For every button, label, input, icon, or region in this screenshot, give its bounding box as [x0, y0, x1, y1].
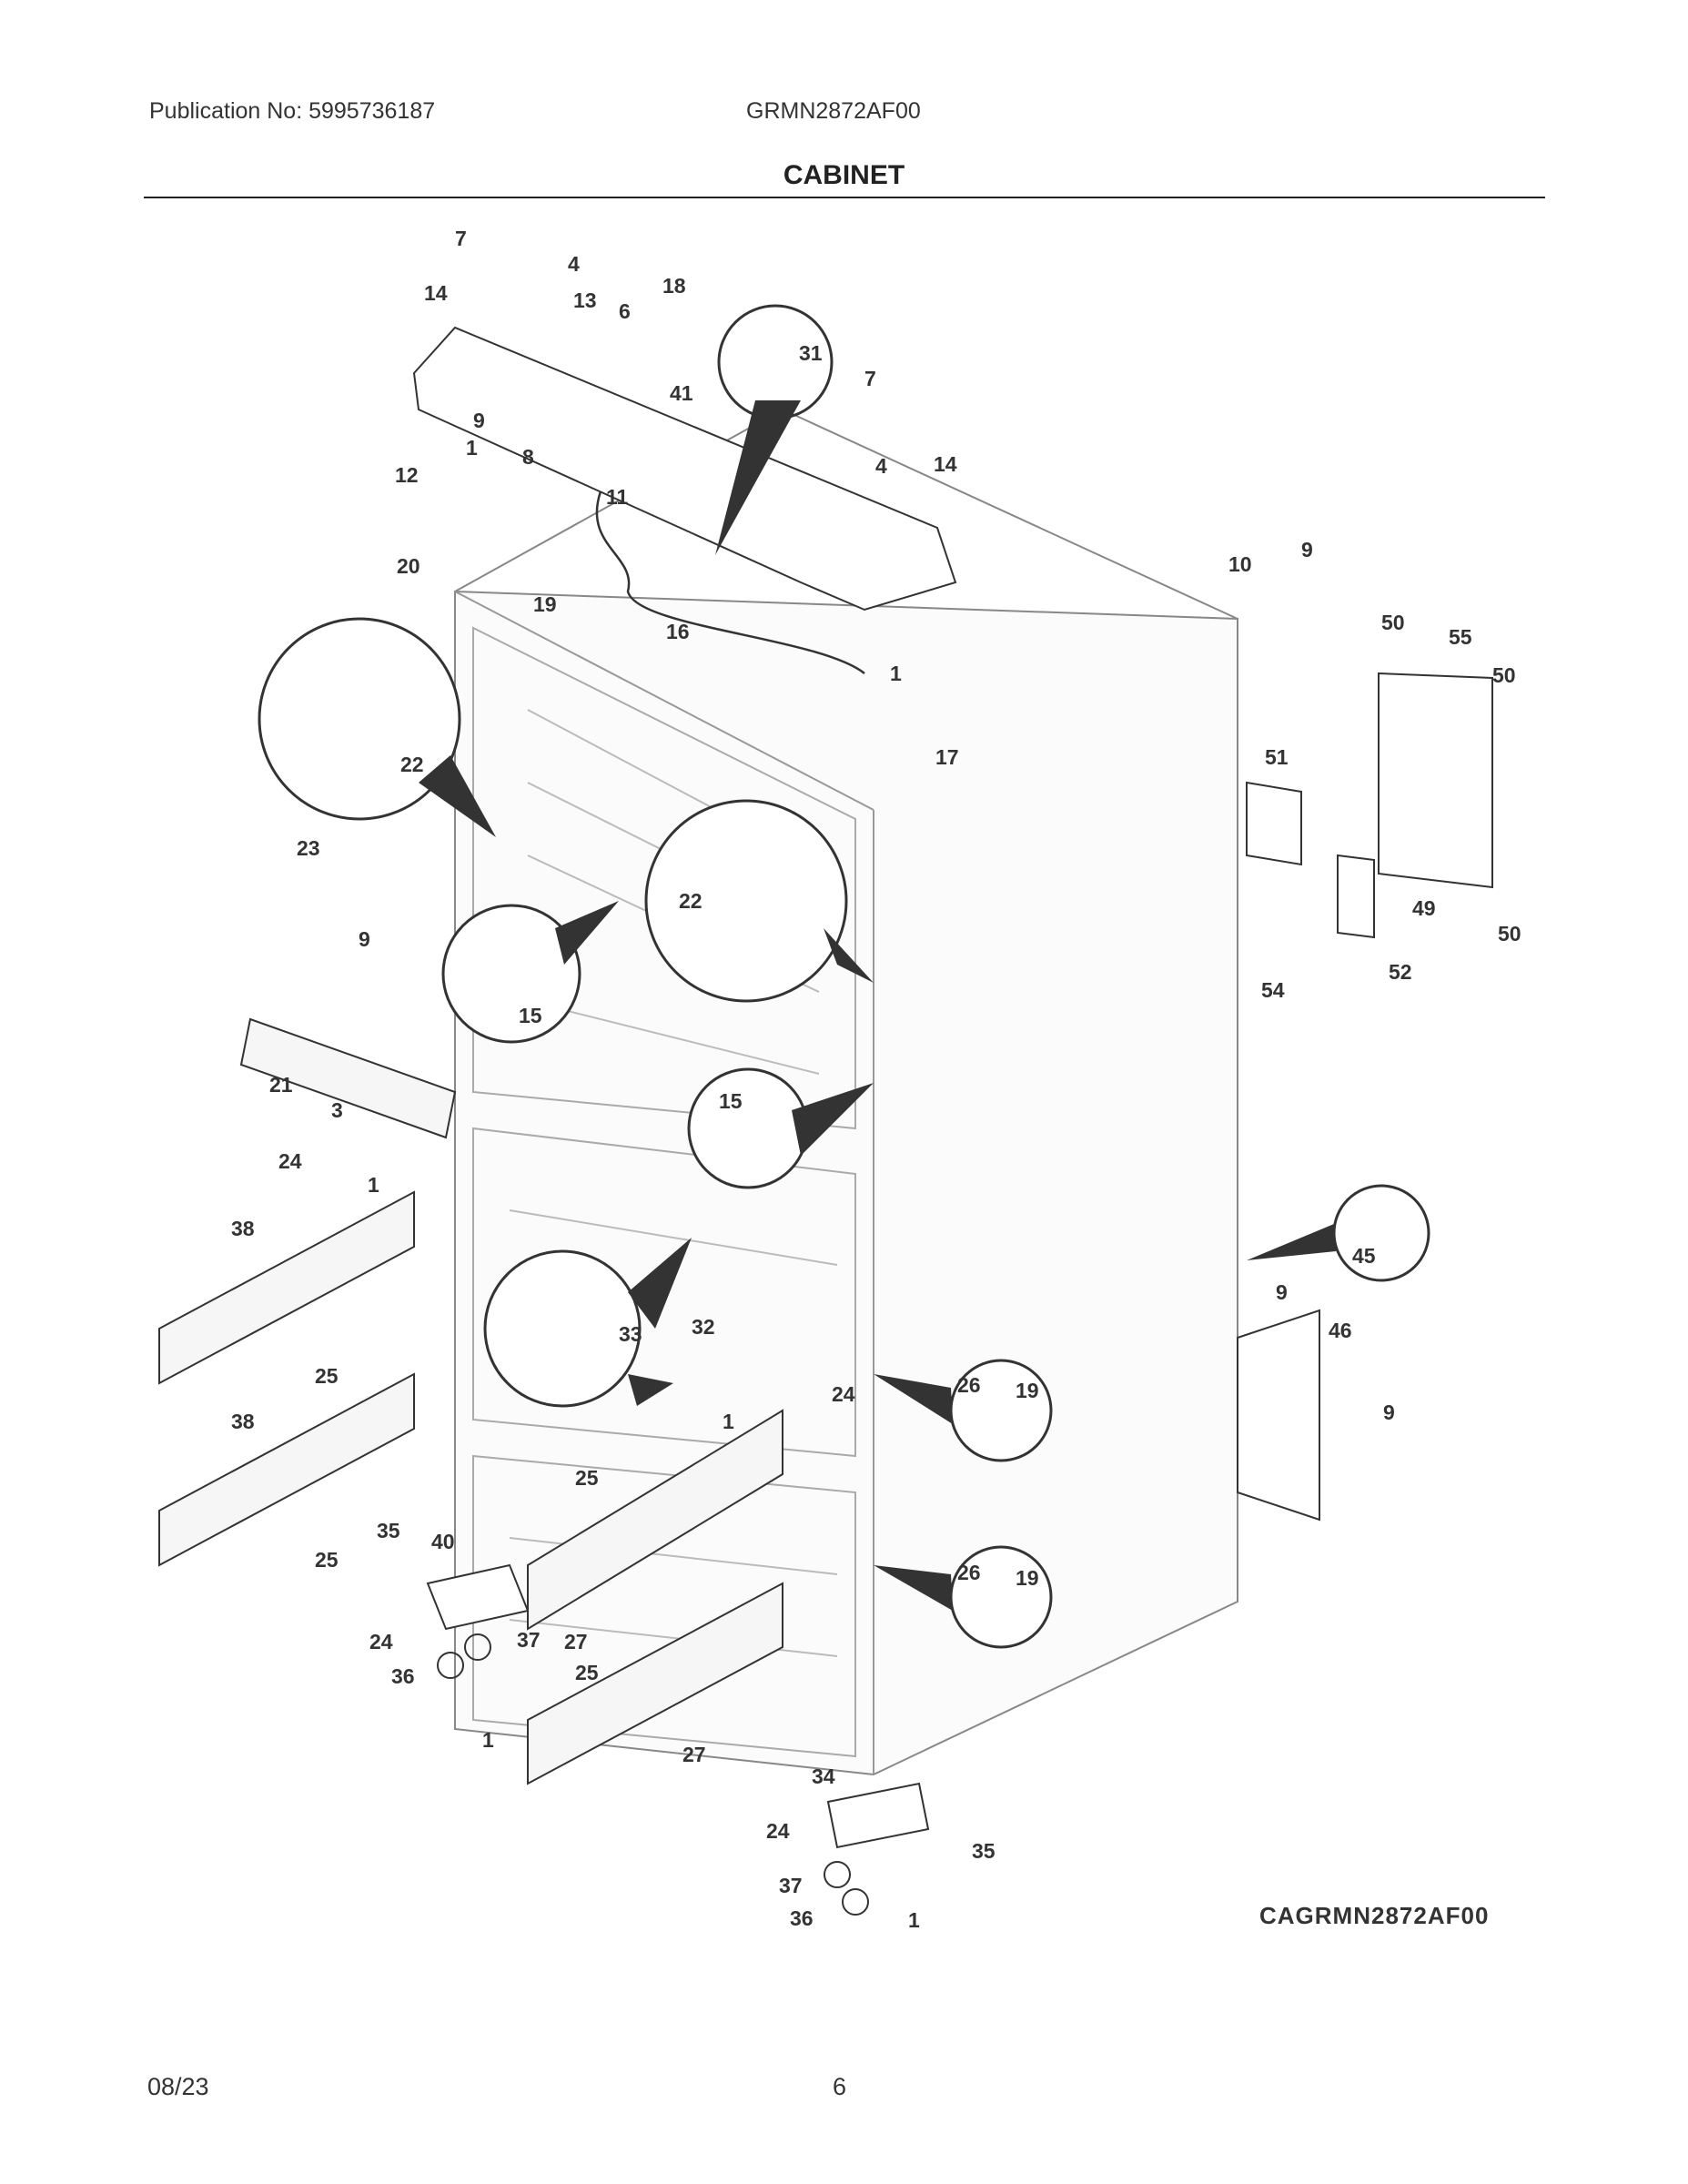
- part-label: 54: [1261, 978, 1285, 1002]
- part-label: 36: [790, 1906, 814, 1930]
- section-title: CABINET: [783, 160, 905, 190]
- detail-callout-22-left: [258, 617, 461, 821]
- part-label: 25: [315, 1548, 339, 1572]
- part-label: 50: [1492, 663, 1516, 687]
- part-label: 1: [723, 1410, 734, 1433]
- part-label: 50: [1498, 922, 1521, 945]
- part-label: 14: [934, 452, 957, 476]
- part-label: 46: [1329, 1319, 1352, 1342]
- part-label: 1: [466, 436, 478, 460]
- detail-callouts: [258, 304, 1430, 1649]
- part-label: 41: [670, 381, 693, 405]
- part-label: 24: [369, 1630, 393, 1653]
- detail-callout-45: [1332, 1184, 1430, 1282]
- part-label: 1: [368, 1173, 379, 1197]
- part-label: 6: [619, 299, 631, 323]
- part-label: 49: [1412, 896, 1436, 920]
- drawing-code: CAGRMN2872AF00: [1259, 1902, 1490, 1929]
- detail-callout-22-center: [644, 799, 848, 1003]
- callout-pointers: [419, 400, 1336, 1611]
- part-label: 1: [890, 662, 902, 685]
- part-label: 31: [799, 341, 823, 365]
- part-label: 52: [1389, 960, 1412, 984]
- part-label: 24: [278, 1149, 302, 1173]
- part-label: 24: [766, 1819, 790, 1843]
- publication-number: Publication No: 5995736187: [149, 98, 436, 124]
- part-label: 17: [935, 745, 959, 769]
- part-label: 9: [1276, 1280, 1288, 1304]
- part-label: 37: [517, 1628, 541, 1652]
- part-label: 26: [957, 1561, 981, 1584]
- part-label: 4: [568, 252, 580, 276]
- part-label: 55: [1449, 625, 1472, 649]
- part-label: 34: [812, 1764, 835, 1788]
- part-label: 18: [662, 274, 686, 298]
- part-label: 7: [864, 367, 876, 390]
- part-label: 45: [1352, 1244, 1376, 1268]
- footer-date: 08/23: [147, 2073, 209, 2100]
- part-label: 51: [1265, 745, 1289, 769]
- part-label: 1: [908, 1908, 920, 1932]
- part-label: 25: [575, 1661, 599, 1684]
- part-label: 3: [331, 1098, 343, 1122]
- detail-callout-33: [483, 1249, 642, 1408]
- part-label: 9: [1383, 1400, 1395, 1424]
- part-label: 32: [692, 1315, 715, 1339]
- part-label: 22: [679, 889, 702, 913]
- part-label: 35: [972, 1839, 996, 1863]
- part-label: 24: [832, 1382, 855, 1406]
- part-label: 50: [1381, 611, 1405, 634]
- part-label: 33: [619, 1322, 642, 1346]
- part-label: 38: [231, 1410, 255, 1433]
- part-label: 9: [359, 927, 370, 951]
- part-label: 15: [519, 1004, 542, 1027]
- part-label: 9: [1301, 538, 1313, 561]
- part-label: 21: [269, 1073, 293, 1097]
- part-label: 19: [533, 592, 557, 616]
- part-label: 26: [957, 1373, 981, 1397]
- part-label: 37: [779, 1874, 803, 1897]
- part-label: 35: [377, 1519, 400, 1542]
- part-label: 12: [395, 463, 419, 487]
- part-label: 27: [564, 1630, 588, 1653]
- part-label: 36: [391, 1664, 415, 1688]
- part-number-labels: 7 4 14 13 6 18 31 7 41 9 1 8 12 20 11 4 …: [231, 227, 1521, 1932]
- part-label: 9: [473, 409, 485, 432]
- part-label: 13: [573, 288, 597, 312]
- part-label: 14: [424, 281, 448, 305]
- part-label: 15: [719, 1089, 743, 1113]
- detail-callout-15-right: [687, 1067, 809, 1189]
- model-number: GRMN2872AF00: [746, 98, 921, 124]
- part-label: 22: [400, 753, 424, 776]
- part-label: 8: [522, 445, 534, 469]
- part-label: 11: [606, 485, 629, 509]
- header-rule: [144, 197, 1545, 198]
- part-label: 16: [666, 620, 690, 643]
- part-label: 20: [397, 554, 420, 578]
- part-label: 38: [231, 1217, 255, 1240]
- part-label: 19: [1016, 1379, 1039, 1402]
- part-label: 7: [455, 227, 467, 250]
- page-number: 6: [833, 2073, 847, 2100]
- part-label: 27: [682, 1743, 706, 1766]
- part-label: 10: [1228, 552, 1252, 576]
- part-label: 25: [315, 1364, 339, 1388]
- part-label: 25: [575, 1466, 599, 1490]
- part-label: 40: [431, 1530, 455, 1553]
- part-label: 19: [1016, 1566, 1039, 1590]
- part-label: 23: [297, 836, 320, 860]
- part-label: 4: [875, 454, 887, 478]
- detail-callout-15-left: [441, 904, 581, 1044]
- part-label: 1: [482, 1728, 494, 1752]
